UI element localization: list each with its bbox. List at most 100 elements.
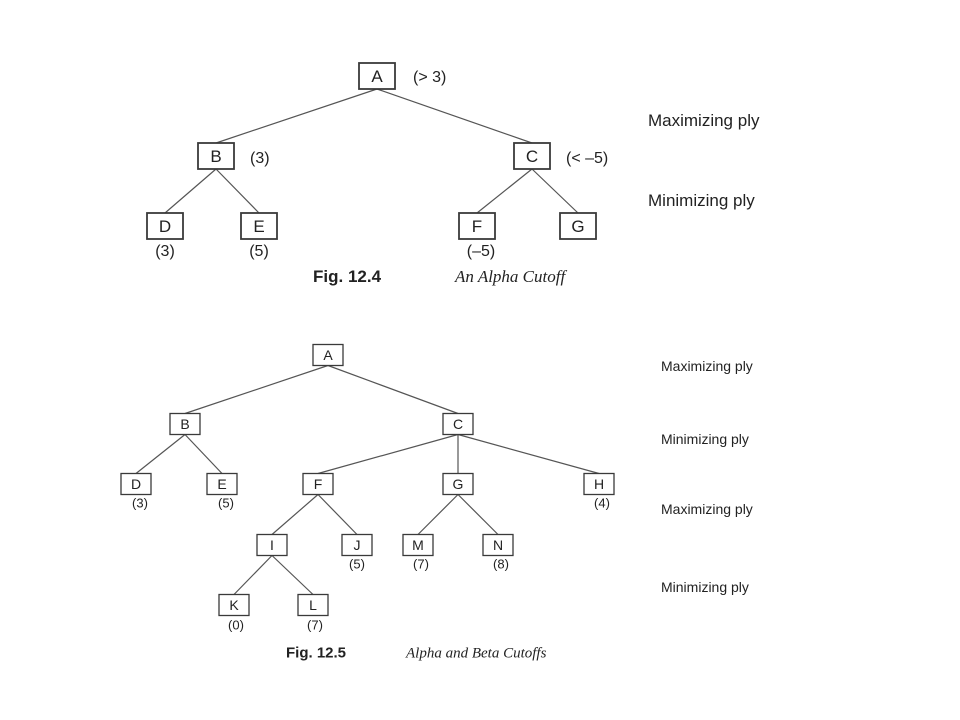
node-box: [513, 142, 551, 170]
edge-A-C: [376, 88, 533, 144]
node-box: [442, 412, 474, 436]
node-M: M: [402, 533, 434, 557]
node-label: C: [526, 147, 538, 166]
edge-A-C: [327, 364, 459, 415]
node-box: [256, 533, 288, 557]
node-I: I: [256, 533, 288, 557]
node-box: [197, 142, 235, 170]
figure-caption-number: Fig. 12.5: [286, 644, 346, 661]
node-label: N: [493, 537, 503, 553]
node-label: J: [354, 537, 361, 553]
node-A: A: [312, 343, 344, 367]
ply-label: Maximizing ply: [661, 358, 753, 374]
node-box: [312, 343, 344, 367]
node-F: F: [458, 212, 496, 240]
node-E: E: [206, 472, 238, 496]
node-value-annotation: (4): [594, 496, 610, 511]
node-label: C: [453, 416, 463, 432]
node-value-annotation: (3): [250, 150, 270, 167]
edge-G-N: [457, 494, 499, 535]
node-value-annotation: (5): [249, 243, 269, 260]
node-value-annotation: (5): [218, 496, 234, 511]
node-F: F: [302, 472, 334, 496]
node-label: G: [571, 217, 584, 236]
node-box: [358, 62, 396, 90]
node-label: L: [309, 597, 317, 613]
node-L: L: [297, 593, 329, 617]
node-C: C: [513, 142, 551, 170]
edge-A-B: [215, 88, 378, 144]
ply-label: Maximizing ply: [661, 501, 753, 517]
node-value-annotation: (3): [155, 243, 175, 260]
node-value-annotation: (< –5): [566, 150, 608, 167]
node-A: A: [358, 62, 396, 90]
edge-G-M: [417, 494, 459, 535]
node-label: K: [229, 597, 239, 613]
node-box: [120, 472, 152, 496]
node-box: [240, 212, 278, 240]
node-box: [146, 212, 184, 240]
node-B: B: [169, 412, 201, 436]
node-value-annotation: (0): [228, 618, 244, 633]
node-label: A: [323, 347, 333, 363]
node-label: A: [371, 67, 383, 86]
node-box: [482, 533, 514, 557]
figure-alpha-beta-cutoffs: A B C D (3) E (5) F G H (4) I J (5) M (7) N (8) K (0) L (7) Ma…: [120, 343, 753, 661]
node-label: D: [159, 217, 171, 236]
ply-label: Minimizing ply: [661, 431, 749, 447]
node-K: K: [218, 593, 250, 617]
node-value-annotation: (5): [349, 557, 365, 572]
edge-C-H: [457, 433, 600, 475]
edge-B-D: [135, 434, 186, 474]
node-B: B: [197, 142, 235, 170]
node-value-annotation: (7): [307, 618, 323, 633]
node-box: [583, 472, 615, 496]
node-J: J: [341, 533, 373, 557]
node-box: [402, 533, 434, 557]
figure-caption-title: Alpha and Beta Cutoffs: [405, 645, 547, 661]
figure-caption-number: Fig. 12.4: [313, 267, 382, 286]
node-value-annotation: (> 3): [413, 69, 446, 86]
edge-I-L: [271, 555, 314, 595]
node-label: D: [131, 476, 141, 492]
node-G: G: [442, 472, 474, 496]
node-value-annotation: (8): [493, 557, 509, 572]
node-box: [341, 533, 373, 557]
node-value-annotation: (7): [413, 557, 429, 572]
ply-label: Minimizing ply: [661, 579, 749, 595]
ply-label: Maximizing ply: [648, 111, 760, 130]
node-H: H: [583, 472, 615, 496]
edge-F-I: [271, 494, 319, 535]
node-D: D: [120, 472, 152, 496]
edge-A-B: [184, 364, 329, 415]
node-label: G: [453, 476, 464, 492]
node-label: F: [314, 476, 323, 492]
node-label: B: [210, 147, 221, 166]
node-box: [169, 412, 201, 436]
node-G: G: [559, 212, 597, 240]
edge-B-E: [184, 434, 223, 474]
edge-C-F: [476, 168, 533, 214]
edge-C-G: [531, 168, 579, 214]
node-box: [559, 212, 597, 240]
node-label: M: [412, 537, 424, 553]
node-label: E: [253, 217, 264, 236]
node-N: N: [482, 533, 514, 557]
node-label: F: [472, 217, 482, 236]
figure-caption-title: An Alpha Cutoff: [454, 267, 567, 286]
node-E: E: [240, 212, 278, 240]
node-label: I: [270, 537, 274, 553]
node-value-annotation: (–5): [467, 243, 495, 260]
edge-F-J: [317, 494, 358, 535]
node-value-annotation: (3): [132, 496, 148, 511]
edge-B-D: [164, 168, 217, 214]
node-label: B: [180, 416, 189, 432]
edge-B-E: [215, 168, 260, 214]
node-box: [206, 472, 238, 496]
figure-alpha-cutoff: A (> 3) B (3) C (< –5) D (3) E (5) F (–5) G Maximizin…: [146, 62, 760, 286]
node-box: [218, 593, 250, 617]
node-box: [458, 212, 496, 240]
node-label: E: [217, 476, 226, 492]
node-label: H: [594, 476, 604, 492]
